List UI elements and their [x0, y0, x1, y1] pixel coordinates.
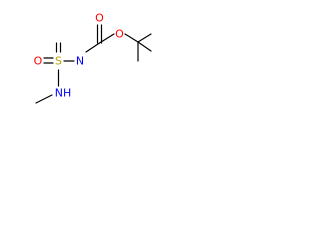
bonds: [35, 24, 152, 104]
atom-sulfonyl-nitrogen: N: [76, 55, 84, 68]
bond-methyl-top: [137, 33, 152, 43]
atom-carbonyl-oxygen: O: [95, 12, 104, 25]
atom-sulfonyl-oxygen: O: [34, 55, 43, 68]
atom-labels: O O N O S NH: [34, 12, 125, 100]
bond-nh-methyl: [35, 94, 53, 104]
bond-carbonyl-ester-o: [98, 33, 115, 44]
structure-diagram: O O N O S NH: [34, 12, 152, 104]
bond-carbonyl-n: [85, 42, 101, 53]
atom-ester-oxygen: O: [115, 28, 124, 41]
bond-ester-o-quaternary: [124, 33, 139, 43]
bond-methyl-right: [137, 41, 152, 52]
atom-amine-nitrogen: NH: [55, 87, 72, 100]
atom-sulfur: S: [55, 55, 62, 68]
